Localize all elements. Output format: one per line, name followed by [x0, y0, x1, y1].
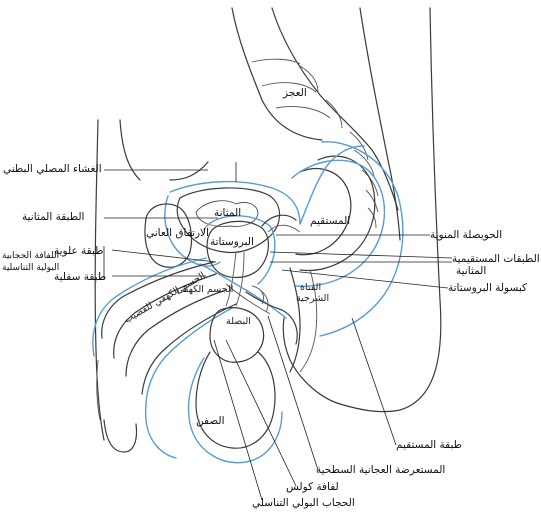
seminal-vesicle-drawing — [261, 214, 301, 233]
label-rectum-top: المستقيم — [310, 215, 350, 227]
posterior-outline — [282, 7, 442, 413]
label-corpus-spongiosum: الجسم الكهفي — [176, 284, 233, 295]
label-rectal-layer: طبقة المستقيم — [396, 439, 462, 451]
label-bulb: البصلة — [226, 316, 251, 327]
sacrum-drawing — [231, 7, 401, 241]
scrotum-drawing — [187, 351, 283, 464]
label-peritoneum: الغشاء المصلي البطني — [3, 163, 102, 175]
leader-lines — [103, 162, 453, 501]
label-rectovesical-layers-2: المثانية — [456, 265, 486, 277]
label-superior-layer: طبقة علوية — [54, 245, 104, 257]
perineum-drawing — [199, 263, 298, 345]
pubic-symphysis-drawing — [144, 203, 193, 268]
label-urogenital-diaphragm: الحجاب البولي التناسلي — [252, 497, 355, 509]
label-seminal-vesicle: الحويصلة المنوية — [430, 229, 502, 241]
label-urogenital-fascia-1: اللفافة الحجابية — [2, 251, 59, 261]
label-corpus-cavernosum: الجسم الكهفي للقضيب — [122, 270, 207, 325]
label-coccyx: العجز — [282, 87, 307, 99]
penis-drawing — [92, 257, 237, 459]
peritoneal-fascia — [164, 145, 365, 267]
label-urogenital-fascia-2: البولية التناسلية — [2, 263, 59, 273]
label-transverse-perineal: المستعرضة العجانية السطحية — [316, 464, 445, 476]
bulb-drawing — [209, 307, 265, 363]
label-vesical-layer: الطبقة المثانية — [22, 211, 84, 223]
label-prostate: البروستاتة — [210, 236, 254, 248]
label-colles-fascia: لفافة كولس — [286, 481, 339, 493]
label-scrotum: الصفن — [196, 415, 225, 427]
rectum-drawing — [291, 141, 404, 337]
label-inferior-layer: طبقة سفلية — [54, 271, 106, 283]
label-bladder: المثانة — [214, 207, 241, 219]
label-urethra-canal-2: الشرجية — [296, 293, 329, 304]
label-prostate-capsule: كبسولة البروستاتة — [448, 282, 527, 294]
label-rectovesical-layers-1: الطبقات المستقيمية — [452, 253, 540, 265]
label-urethra-canal-1: القناة — [300, 282, 321, 293]
prostate-drawing — [203, 215, 276, 307]
anal-canal-drawing — [289, 267, 318, 373]
label-pubic-symphysis-1: الارتفاق العاني — [146, 227, 209, 239]
